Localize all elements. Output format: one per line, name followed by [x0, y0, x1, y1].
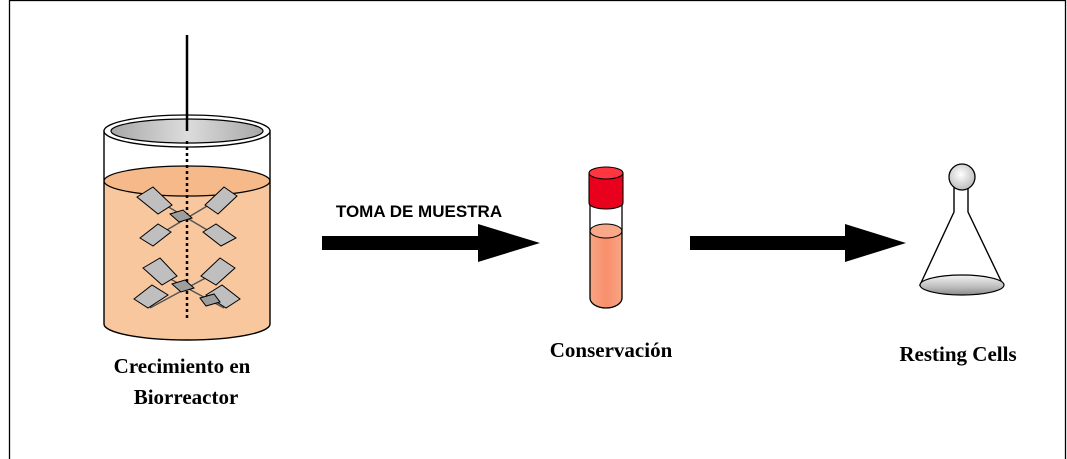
impeller-lower: [133, 257, 241, 309]
flask-body: [918, 178, 1005, 286]
tube-liquid-surface: [589, 223, 623, 239]
arrow-label-sampling: TOMA DE MUESTRA: [336, 202, 502, 221]
bioreactor-icon: [103, 35, 271, 341]
arrow-sampling: [322, 224, 540, 262]
bioreactor-caption-line2: Biorreactor: [134, 385, 239, 409]
test-tube-icon: [588, 166, 624, 309]
bioreactor-caption-line1: Crecimiento en: [114, 354, 251, 378]
flask-base: [919, 274, 1005, 296]
diagram-frame: [8, 0, 1067, 459]
flask-mouth: [948, 163, 976, 191]
conservation-caption: Conservación: [550, 338, 673, 362]
tube-cap: [588, 172, 624, 210]
resting-cells-caption: Resting Cells: [899, 342, 1016, 366]
flask-icon: [918, 163, 1005, 296]
arrow-to-resting-cells: [690, 224, 906, 262]
tube-liquid: [590, 231, 622, 308]
impeller-upper: [136, 186, 238, 247]
